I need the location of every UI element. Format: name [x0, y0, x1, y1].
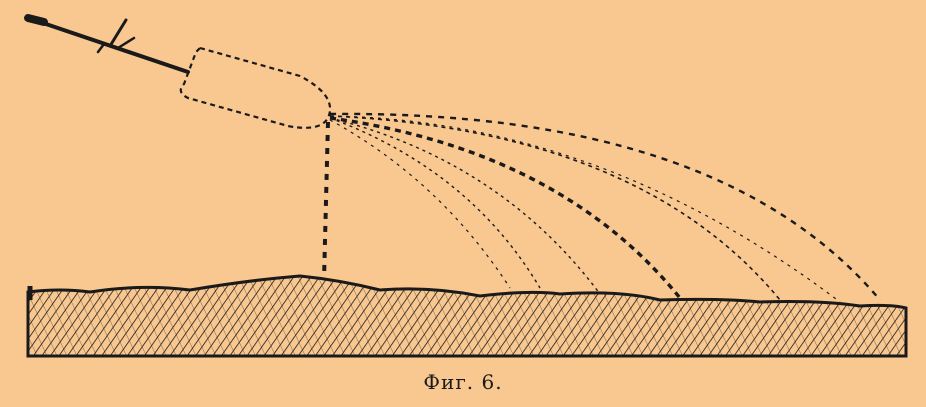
nozzle-outline: [179, 46, 332, 129]
figure-caption: Фиг. 6.: [423, 370, 503, 394]
vertical-stream: [322, 121, 330, 281]
branch-stick: [24, 14, 190, 74]
ground-surface: [26, 274, 908, 358]
spray-streams: [329, 112, 881, 303]
